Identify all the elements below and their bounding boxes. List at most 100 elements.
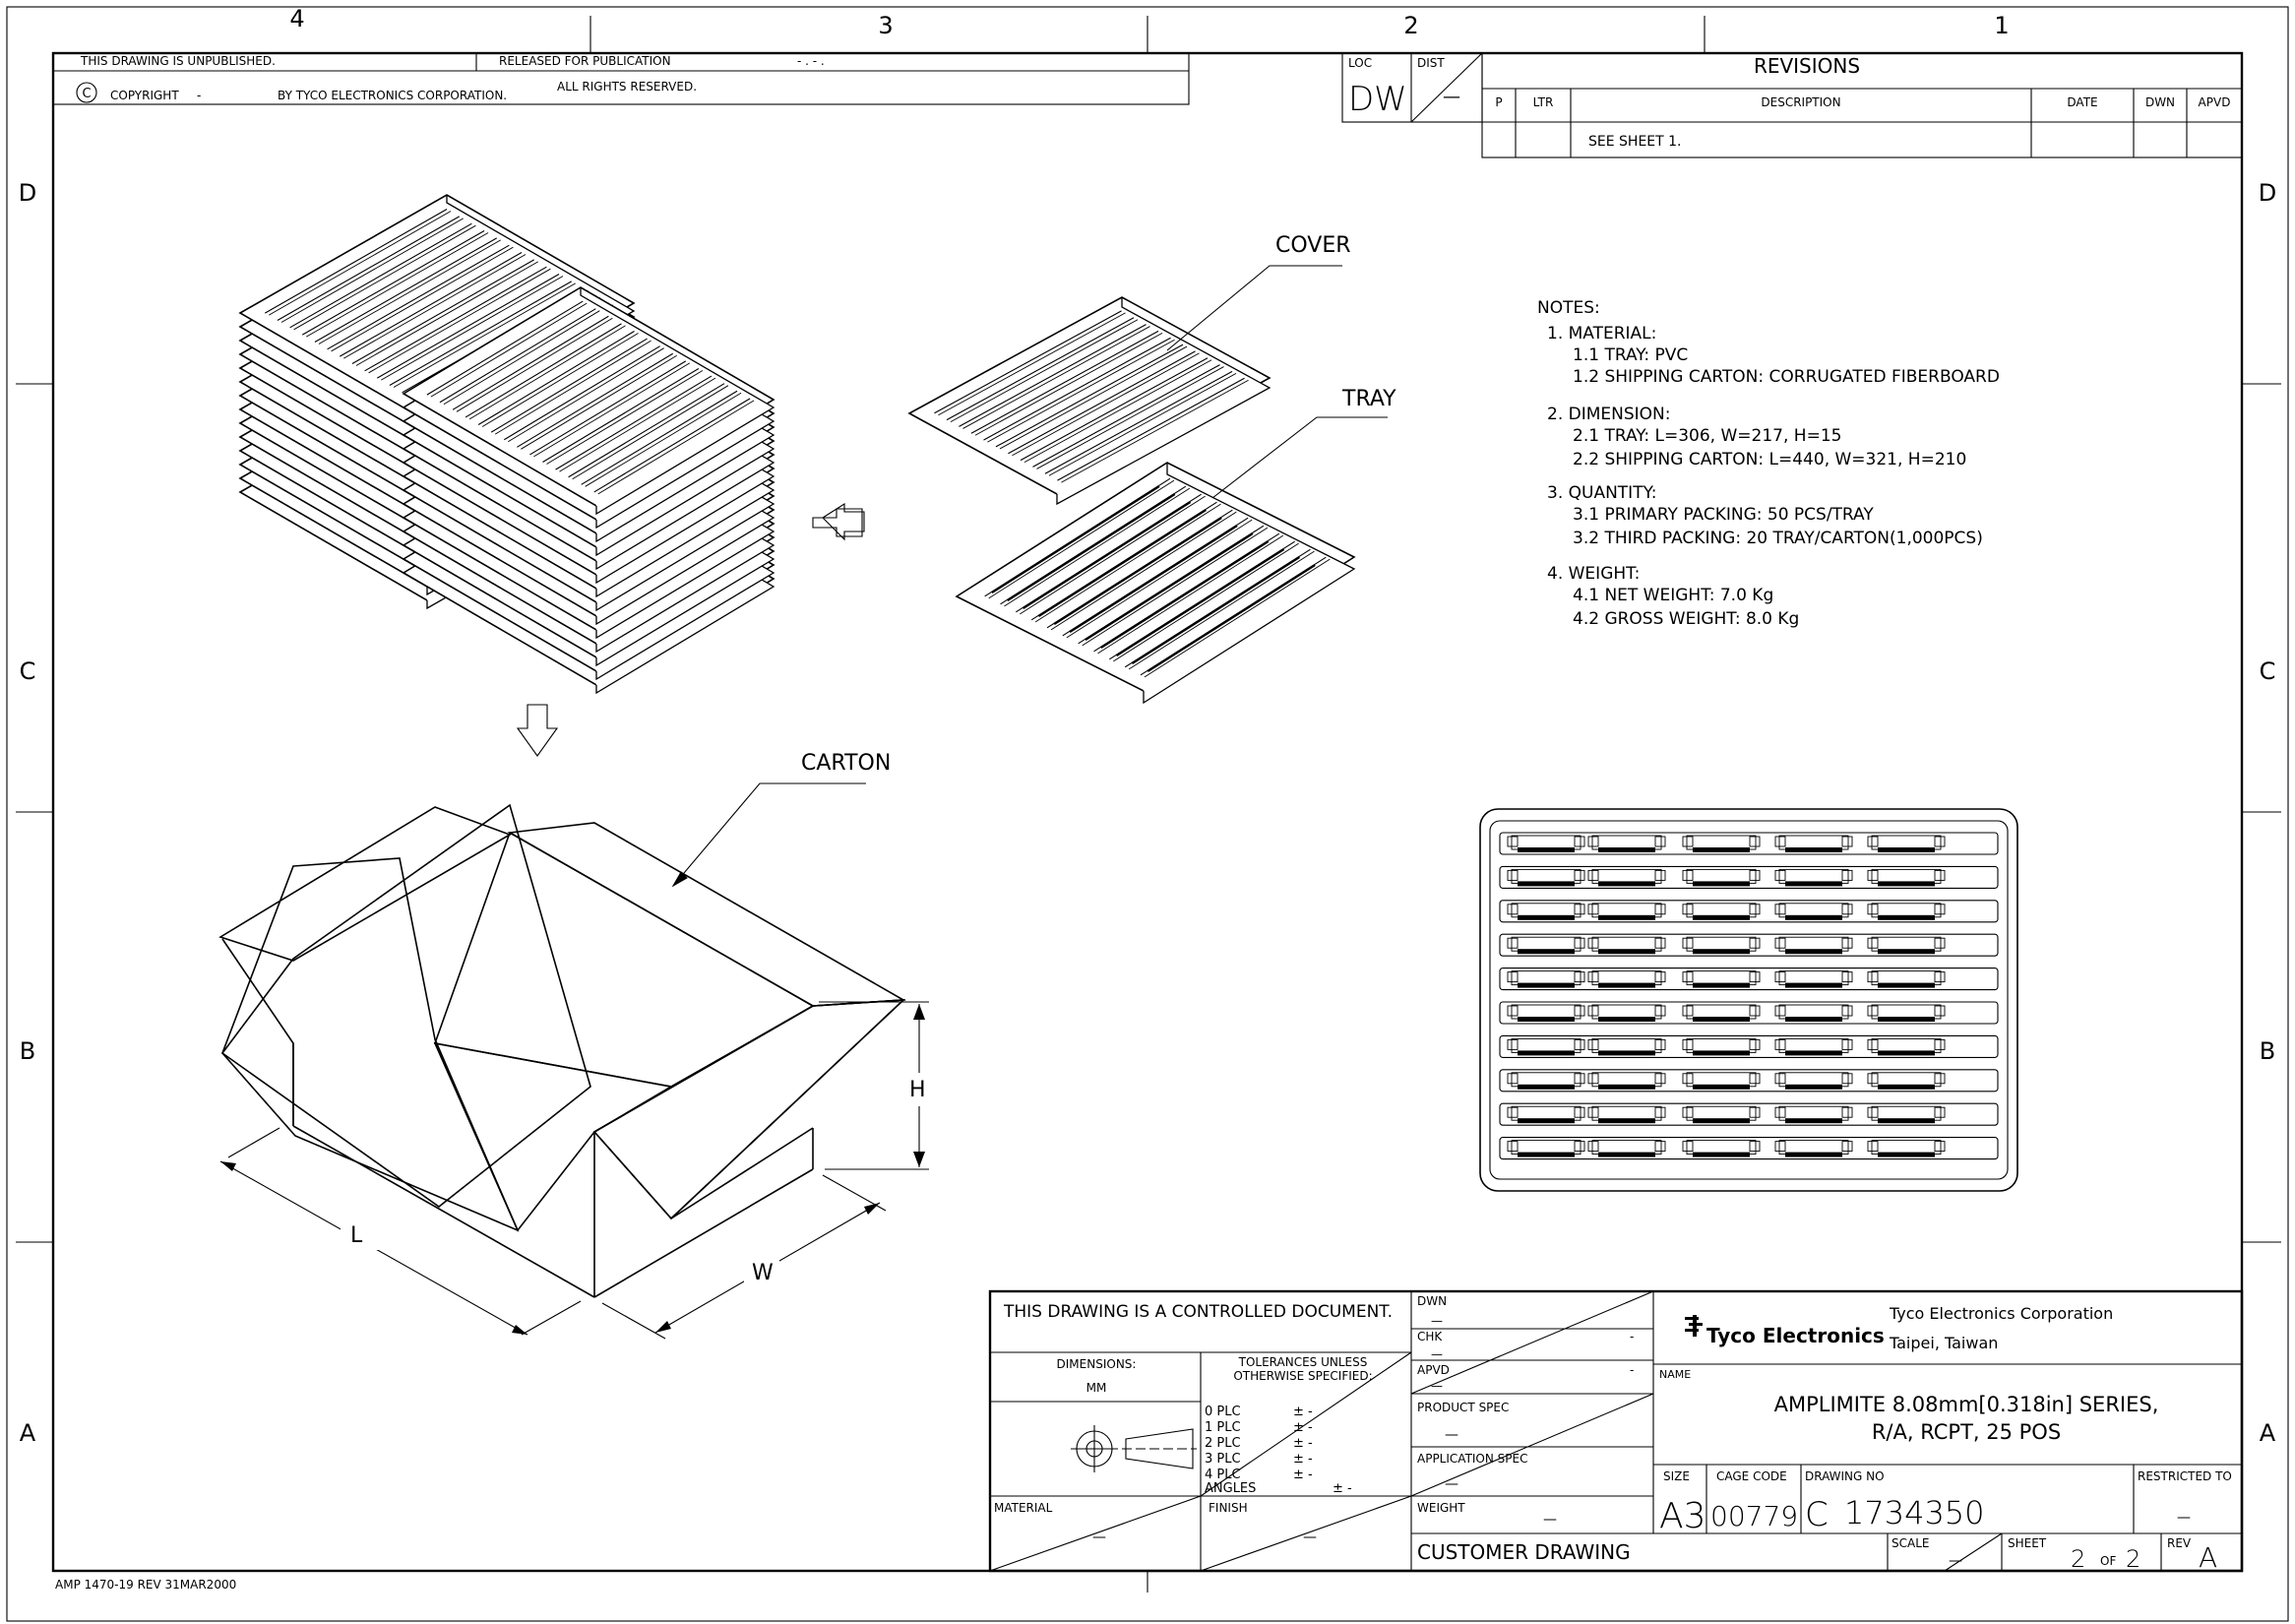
connector	[1871, 1037, 1942, 1053]
note-line: 2.2 SHIPPING CARTON: L=440, W=321, H=210	[1573, 450, 1966, 469]
tray-label: TRAY	[1341, 387, 1396, 411]
carton-view: CARTON H L W	[218, 751, 935, 1340]
connector-pins	[1785, 881, 1842, 887]
connector-pins	[1598, 914, 1655, 920]
application-spec-label: APPLICATION SPEC	[1417, 1452, 1527, 1466]
cage-code-label: CAGE CODE	[1716, 1469, 1787, 1483]
connector	[1591, 1072, 1662, 1088]
connector	[1871, 970, 1942, 986]
zone-right-b: B	[2260, 1037, 2275, 1065]
tray-cavity-row	[1499, 1034, 1999, 1058]
note-line: 3. QUANTITY:	[1547, 483, 1656, 503]
connector	[1686, 903, 1757, 918]
connector	[1511, 1037, 1582, 1053]
connector-pins	[1598, 1152, 1655, 1157]
title-block: THIS DRAWING IS A CONTROLLED DOCUMENT. D…	[988, 1289, 2244, 1574]
connector-pins	[1693, 1152, 1750, 1157]
zone-left-c: C	[20, 657, 36, 685]
chk-value: —	[1431, 1347, 1443, 1361]
tyco-logo-icon	[1685, 1315, 1703, 1337]
connector-pins	[1693, 914, 1750, 920]
connector	[1511, 970, 1582, 986]
connector	[1511, 936, 1582, 952]
loc-value: DW	[1348, 80, 1407, 119]
apvd-right: -	[1630, 1363, 1634, 1377]
connector-pins	[1785, 1152, 1842, 1157]
connector	[1686, 1037, 1757, 1053]
note-line: 4.2 GROSS WEIGHT: 8.0 Kg	[1573, 609, 1799, 629]
connector-pins	[1518, 1152, 1575, 1157]
dwn-value: —	[1431, 1314, 1443, 1328]
weight-label: WEIGHT	[1417, 1501, 1465, 1515]
arrow-left-outline-icon	[822, 502, 865, 541]
drawing-no-value: 1734350	[1844, 1494, 1985, 1531]
tol-label: 2 PLC	[1205, 1436, 1241, 1451]
carton-right-face	[592, 999, 906, 1220]
rev-value: A	[2199, 1541, 2217, 1574]
connector	[1778, 1037, 1849, 1053]
connector-pins	[1518, 949, 1575, 955]
connector	[1686, 868, 1757, 884]
carton-back-inner	[433, 831, 815, 1088]
note-line: 3.2 THIRD PACKING: 20 TRAY/CARTON(1,000P…	[1573, 529, 1983, 548]
note-line: 4.1 NET WEIGHT: 7.0 Kg	[1573, 586, 1773, 605]
rev-row-description: SEE SHEET 1.	[1588, 134, 1682, 150]
zone-left-a: A	[20, 1419, 36, 1447]
zone-labels: 4 3 2 1 D C B A D C B A	[19, 5, 2276, 1447]
material-value: —	[1092, 1530, 1106, 1545]
connector	[1778, 936, 1849, 952]
part-name-line-1: AMPLIMITE 8.08mm[0.318in] SERIES,	[1774, 1393, 2159, 1416]
connector-pins	[1598, 1118, 1655, 1124]
tray-cavity-row	[1499, 1102, 1999, 1126]
connector	[1871, 868, 1942, 884]
connector-pins	[1878, 1118, 1935, 1124]
tray-cavity-row	[1499, 1001, 1999, 1025]
sheet-total: 2	[2126, 1545, 2140, 1573]
tray-cavity-row	[1499, 1069, 1999, 1093]
connector	[1871, 936, 1942, 952]
cover-leader-line	[1166, 265, 1342, 351]
carton-inner-bottom	[433, 1041, 674, 1232]
connector-pins	[1878, 1050, 1935, 1056]
rev-col-description: DESCRIPTION	[1761, 95, 1840, 109]
released-date: - . - .	[797, 54, 825, 68]
rev-col-p: P	[1495, 95, 1502, 109]
dim-w-label: W	[752, 1261, 774, 1285]
cover-tray-exploded-view: COVER TRAY	[907, 233, 1396, 705]
restricted-label: RESTRICTED TO	[2138, 1469, 2232, 1483]
tol-value: ± -	[1293, 1405, 1313, 1419]
connector	[1686, 970, 1757, 986]
connector-pins	[1598, 881, 1655, 887]
connector	[1871, 1105, 1942, 1121]
connector	[1686, 1004, 1757, 1020]
connector	[1871, 1072, 1942, 1088]
connector-pins	[1785, 1118, 1842, 1124]
connector	[1511, 1004, 1582, 1020]
product-spec-label: PRODUCT SPEC	[1417, 1401, 1509, 1414]
note-line: 1. MATERIAL:	[1547, 324, 1656, 344]
copyright-block: THIS DRAWING IS UNPUBLISHED. RELEASED FO…	[52, 52, 1190, 105]
connector	[1591, 903, 1662, 918]
tray-top-view	[1479, 808, 2018, 1192]
connector	[1778, 1004, 1849, 1020]
carton-label: CARTON	[801, 751, 891, 776]
scale-value: —	[1949, 1553, 1962, 1569]
connector-pins	[1693, 949, 1750, 955]
zone-top-4: 4	[289, 5, 304, 32]
connector	[1778, 868, 1849, 884]
dim-l-label: L	[350, 1223, 363, 1248]
loc-label: LOC	[1348, 56, 1372, 70]
note-line: 2. DIMENSION:	[1547, 405, 1670, 424]
tol-value: ± -	[1293, 1468, 1313, 1482]
connector	[1778, 1140, 1849, 1156]
rev-col-dwn: DWN	[2145, 95, 2175, 109]
chk-right: -	[1630, 1330, 1634, 1343]
rev-label: REV	[2167, 1536, 2192, 1550]
product-spec-value: —	[1445, 1427, 1458, 1443]
connector-pins	[1785, 1084, 1842, 1090]
apvd-label: APVD	[1417, 1363, 1450, 1377]
connector-pins	[1693, 1084, 1750, 1090]
tray-cavity-row	[1499, 968, 1999, 991]
connector-pins	[1785, 949, 1842, 955]
sheet-number: 2	[2071, 1545, 2085, 1573]
